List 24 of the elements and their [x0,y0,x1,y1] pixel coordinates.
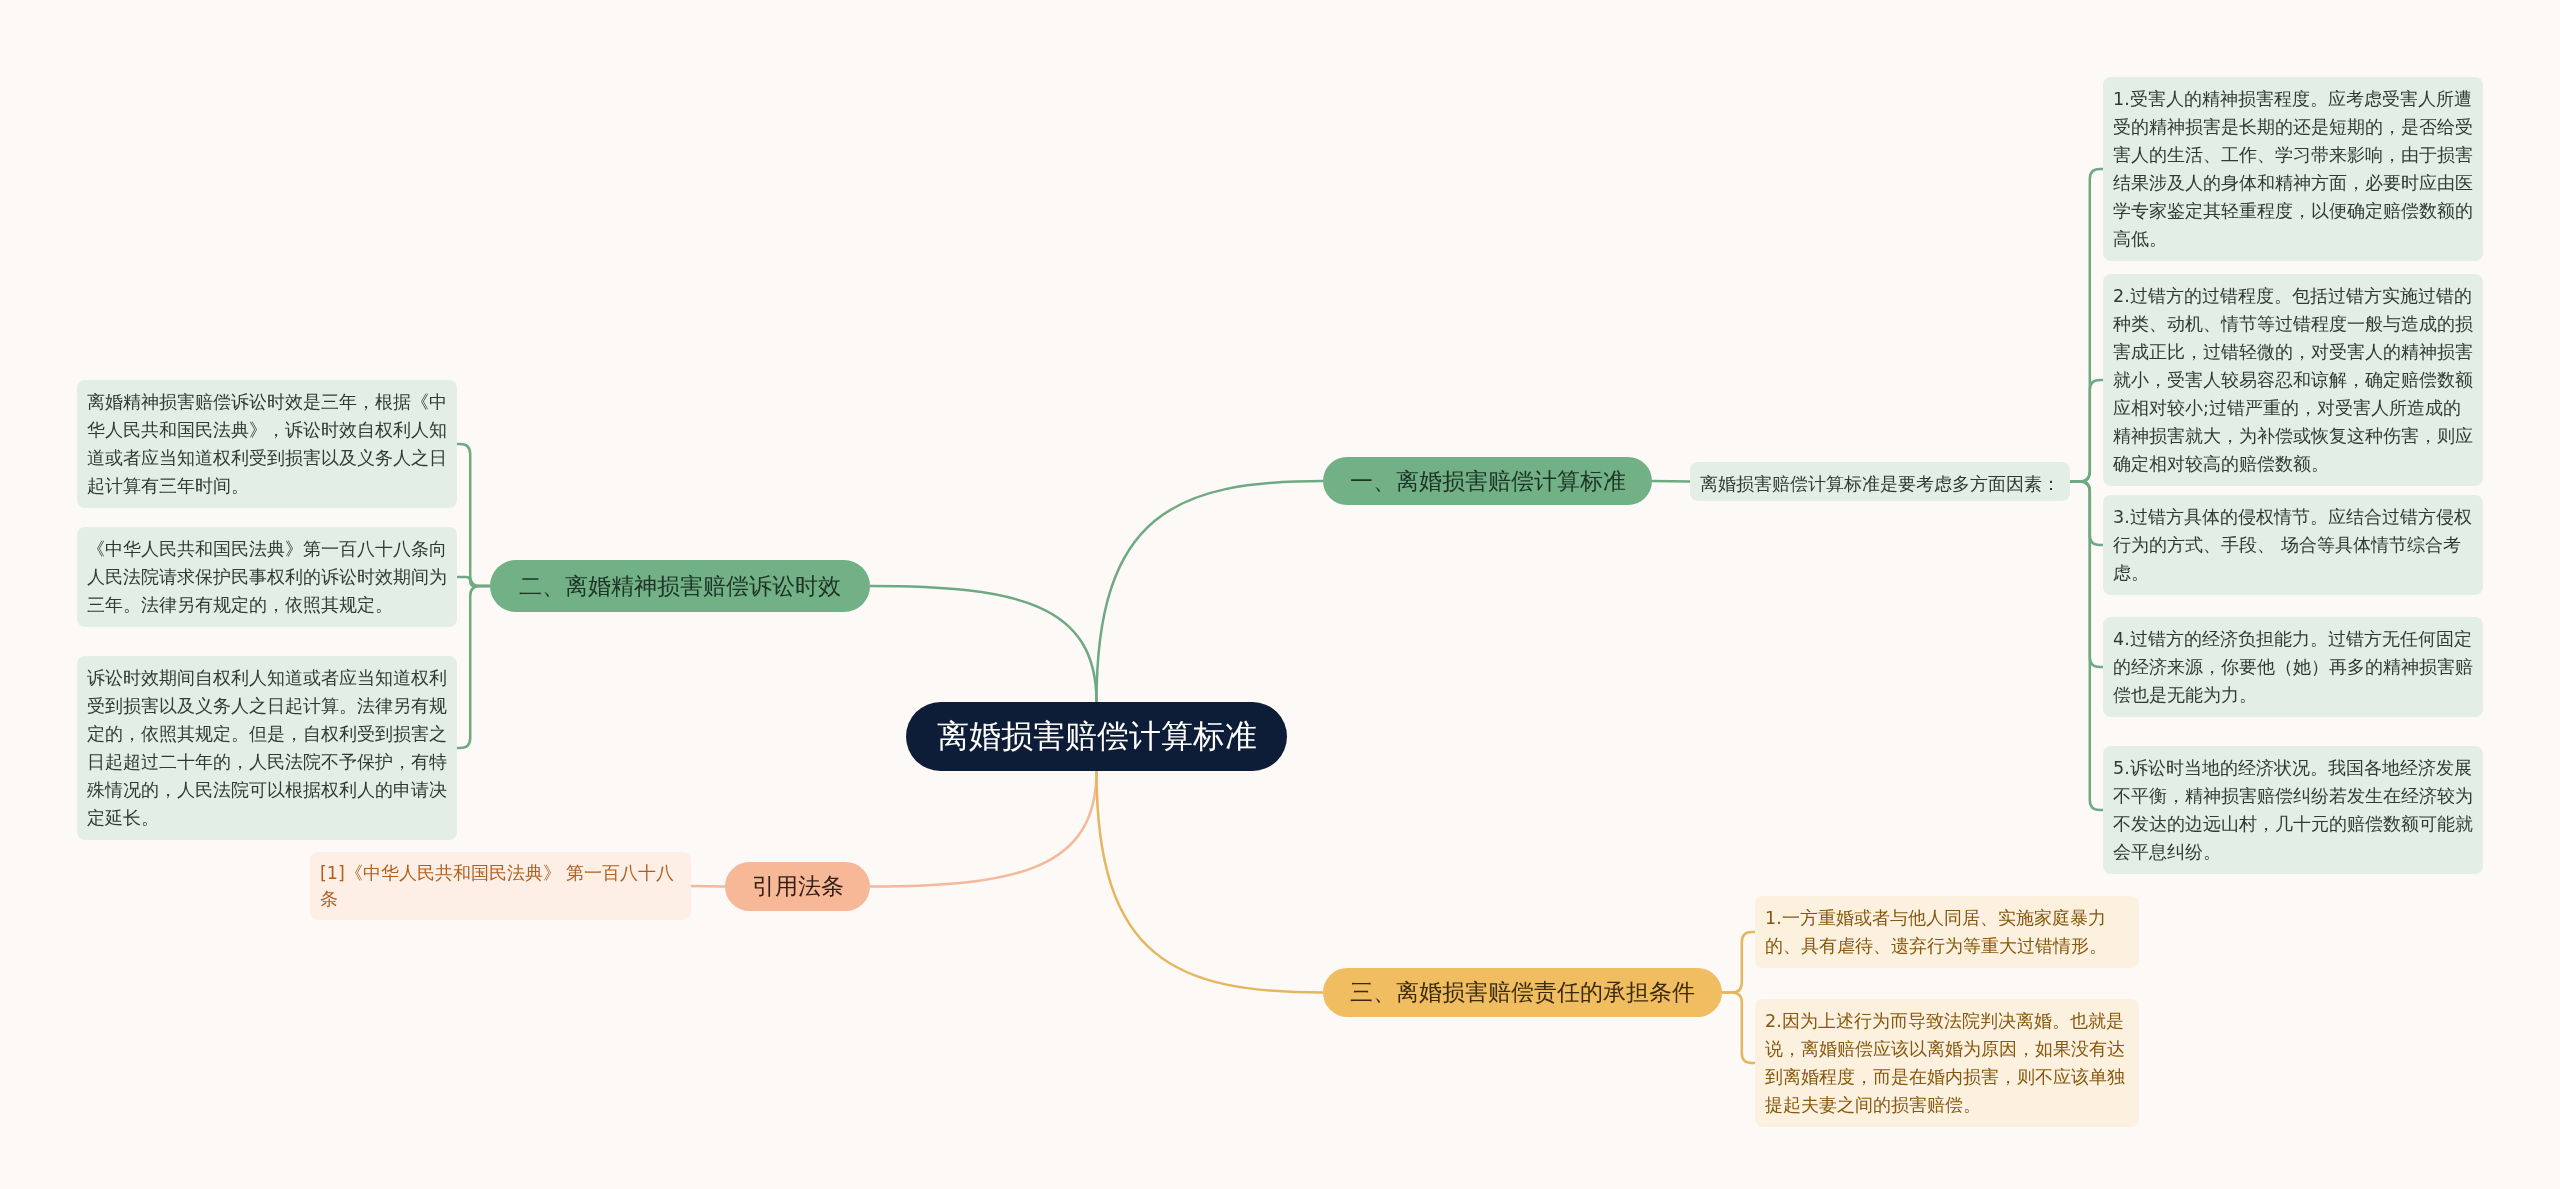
connector-line [1722,991,1755,1065]
connector-line [691,884,725,888]
note-box: 诉讼时效期间自权利人知道或者应当知道权利受到损害以及义务人之日起计算。法律另有规定的，依照其规定。但是，自权利受到损害之日起超过二十年的，人民法院不予保护，有特殊情况的，人民法院可以根据权利人的申请决定延长。 [77,656,457,840]
connector-line [2070,480,2103,812]
note-box: 5.诉讼时当地的经济状况。我国各地经济发展不平衡，精神损害赔偿纠纷若发生在经济较为不发达的边远山村，几十元的赔偿数额可能就会平息纠纷。 [2103,746,2483,874]
topic-pill: 一、离婚损害赔偿计算标准 [1323,457,1652,505]
connector-line [457,584,490,750]
note-box: 3.过错方具体的侵权情节。应结合过错方侵权行为的方式、手段、 场合等具体情节综合考虑。 [2103,495,2483,595]
note-box: 1.一方重婚或者与他人同居、实施家庭暴力的、具有虐待、遗弃行为等重大过错情形。 [1755,896,2139,968]
topic-pill: 二、离婚精神损害赔偿诉讼时效 [490,560,870,612]
note-box: 离婚精神损害赔偿诉讼时效是三年，根据《中华人民共和国民法典》，诉讼时效自权利人知道或者应当知道权利受到损害以及义务人之日起计算有三年时间。 [77,380,457,508]
topic-pill: 引用法条 [725,862,870,911]
central-topic: 离婚损害赔偿计算标准 [906,702,1287,771]
note-box: 2.过错方的过错程度。包括过错方实施过错的种类、动机、情节等过错程度一般与造成的损害成正比，过错轻微的，对受害人的精神损害就小，受害人较易容忍和谅解，确定赔偿数额应相对较小;过错严重的，对受害人所造成的精神损害就大，为补偿或恢复这种伤害，则应确定相对较高的赔偿数额。 [2103,274,2483,486]
topic-pill: 三、离婚损害赔偿责任的承担条件 [1323,968,1722,1017]
note-box: 2.因为上述行为而导致法院判决离婚。也就是说，离婚赔偿应该以离婚为原因，如果没有达到离婚程度，而是在婚内损害，则不应该单独提起夫妻之间的损害赔偿。 [1755,999,2139,1127]
note-box: 《中华人民共和国民法典》第一百八十八条向人民法院请求保护民事权利的诉讼时效期间为三年。法律另有规定的，依照其规定。 [77,527,457,627]
subtopic-box: 离婚损害赔偿计算标准是要考虑多方面因素： [1690,462,2070,501]
connector-line [1095,770,1324,994]
citation-box: [1]《中华人民共和国民法典》 第一百八十八条 [310,852,691,920]
connector-line [870,584,1098,703]
note-box: 4.过错方的经济负担能力。过错方无任何固定的经济来源，你要他（她）再多的精神损害赔偿也是无能为力。 [2103,617,2483,717]
connector-line [1652,479,1690,483]
note-box: 1.受害人的精神损害程度。应考虑受害人所遭受的精神损害是长期的还是短期的，是否给受害人的生活、工作、学习带来影响，由于损害结果涉及人的身体和精神方面，必要时应由医学专家鉴定其轻重程度，以便确定赔偿数额的高低。 [2103,77,2483,261]
